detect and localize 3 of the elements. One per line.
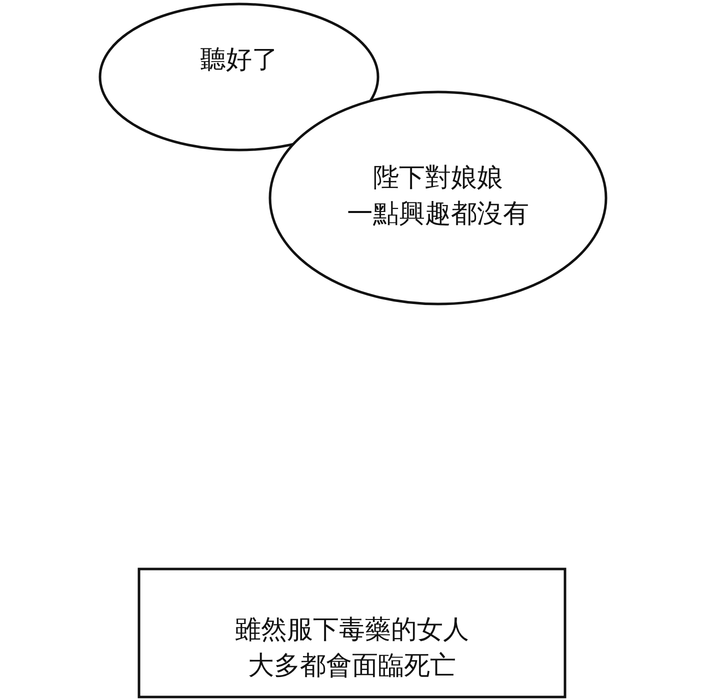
speech-text: 陛下對娘娘一點興趣都沒有 [346, 162, 530, 231]
narration-text: 雖然服下毒藥的女人大多都會面臨死亡 [234, 614, 470, 683]
speech-text: 聽好了 [199, 44, 279, 77]
